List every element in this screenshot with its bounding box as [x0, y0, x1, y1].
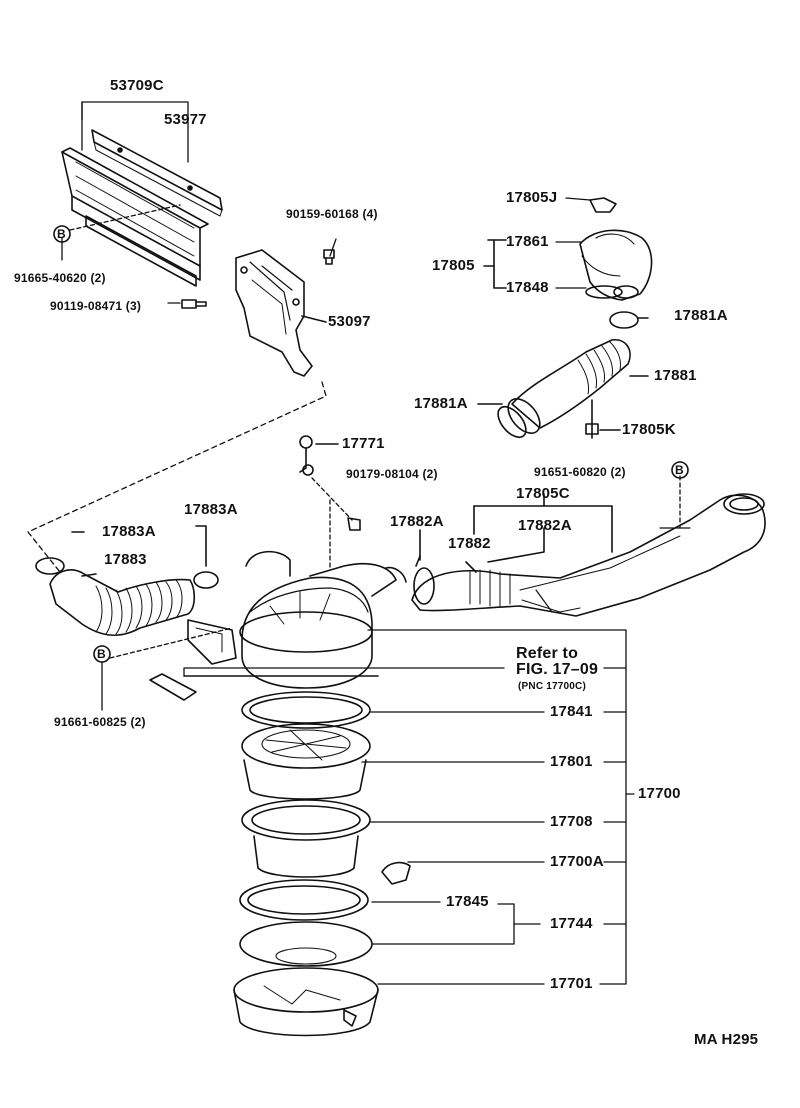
leader-lines-right: [183, 629, 635, 985]
figure-code: MA H295: [694, 1031, 759, 1048]
reference-line-2: FIG. 17–09: [516, 661, 599, 678]
callout-17708: 17708: [550, 813, 593, 830]
stacked-components-drawing: [233, 691, 411, 1037]
callout-90179-08104: 90179-08104 (2): [346, 467, 438, 481]
callout-90119-08471: 90119-08471 (3): [50, 299, 142, 313]
callout-53709c: 53709C: [110, 77, 164, 94]
callout-17848: 17848: [506, 279, 549, 296]
callout-17700a: 17700A: [550, 853, 604, 870]
reference-line-1: Refer to: [516, 645, 579, 662]
callout-17882: 17882: [448, 535, 491, 552]
marker-b-3: B: [97, 647, 106, 661]
callout-91661-60825: 91661-60825 (2): [54, 715, 146, 729]
duct-17805c-drawing: [411, 475, 766, 617]
callout-17805c: 17805C: [516, 485, 570, 502]
reference-markers: [53, 225, 689, 711]
bracket-53709c-drawing: [61, 129, 223, 287]
callout-17882a-top: 17882A: [390, 513, 444, 530]
callout-17841: 17841: [550, 703, 593, 720]
callout-17845: 17845: [446, 893, 489, 910]
bracket-53097-drawing: [235, 249, 327, 377]
callout-17881a-left: 17881A: [414, 395, 468, 412]
callout-17883a-left: 17883A: [102, 523, 156, 540]
dashed-guide-53097: [27, 381, 327, 573]
callout-91651-60820: 91651-60820 (2): [534, 465, 626, 479]
callout-17805: 17805: [432, 257, 475, 274]
bolt-icons: [181, 249, 335, 309]
callout-17805k: 17805K: [622, 421, 676, 438]
callout-91665-40620: 91665-40620 (2): [14, 271, 106, 285]
hose-17883-drawing: [35, 525, 219, 637]
callout-53977: 53977: [164, 111, 207, 128]
marker-b-2: B: [675, 463, 684, 477]
reference-line-3: (PNC 17700C): [518, 681, 586, 692]
callout-17881a-right: 17881A: [674, 307, 728, 324]
callout-17883: 17883: [104, 551, 147, 568]
hose-17805-drawing: [477, 197, 653, 439]
callout-17883a-right: 17883A: [184, 501, 238, 518]
callout-17881: 17881: [654, 367, 697, 384]
callout-17700: 17700: [638, 785, 681, 802]
bracket-17771-drawing: [299, 435, 361, 571]
callout-17861: 17861: [506, 233, 549, 250]
callout-17701: 17701: [550, 975, 593, 992]
callout-17882a-right: 17882A: [518, 517, 572, 534]
callout-17744: 17744: [550, 915, 593, 932]
marker-b-1: B: [57, 227, 66, 241]
callout-17801: 17801: [550, 753, 593, 770]
callout-90159-60168: 90159-60168 (4): [286, 207, 378, 221]
air-cleaner-lid-drawing: [109, 550, 407, 701]
callout-17771: 17771: [342, 435, 385, 452]
leader-lines-bracket: [61, 101, 337, 304]
callout-17805j: 17805J: [506, 189, 558, 206]
callout-53097: 53097: [328, 313, 371, 330]
